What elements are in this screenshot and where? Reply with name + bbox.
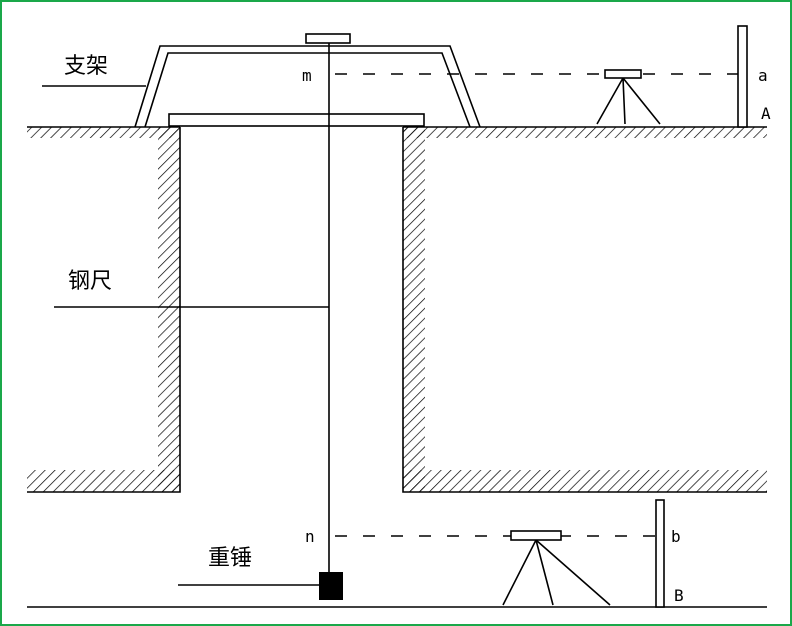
plumb-weight bbox=[319, 572, 343, 600]
label-reading-b: b bbox=[671, 527, 681, 546]
support-frame-inner bbox=[144, 52, 471, 128]
label-point-n: n bbox=[305, 527, 315, 546]
label-steel-ruler: 钢尺 bbox=[68, 269, 112, 294]
ruler-top-bracket bbox=[305, 33, 351, 44]
label-support: 支架 bbox=[64, 54, 108, 79]
support-base-beam bbox=[168, 113, 425, 127]
shaft-wall-left-hatch bbox=[158, 127, 180, 492]
ground-hatch-left bbox=[27, 127, 180, 138]
label-reading-a: a bbox=[758, 66, 768, 85]
label-point-B: B bbox=[674, 586, 684, 605]
label-weight: 重锤 bbox=[208, 546, 252, 571]
support-frame-outer bbox=[134, 45, 481, 128]
upper-level-instrument bbox=[596, 69, 661, 125]
upper-leveling-staff bbox=[737, 25, 748, 128]
label-point-A: A bbox=[761, 104, 771, 123]
tunnel-ceiling-hatch-left bbox=[27, 470, 180, 492]
shaft-walls bbox=[27, 127, 767, 493]
lower-leveling-staff bbox=[655, 499, 665, 608]
label-point-m: m bbox=[302, 66, 312, 85]
ground-hatch-right bbox=[403, 127, 767, 138]
lower-level-instrument bbox=[502, 530, 611, 606]
shaft-wall-right-hatch bbox=[403, 127, 425, 492]
tunnel-ceiling-hatch-right bbox=[403, 470, 767, 492]
